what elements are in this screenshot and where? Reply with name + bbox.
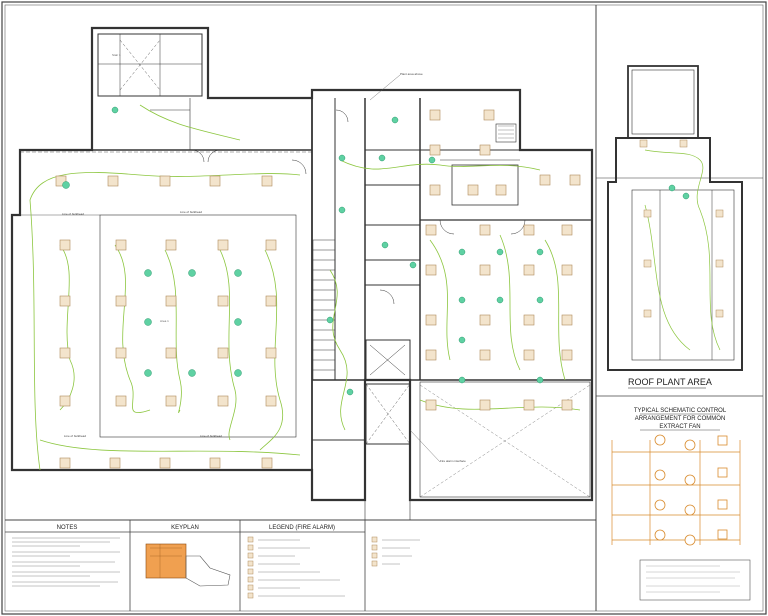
- light-fittings: [55, 109, 581, 469]
- svg-text:Line of bulkhead: Line of bulkhead: [200, 434, 222, 438]
- svg-text:Stair 1: Stair 1: [112, 53, 121, 57]
- svg-text:TYPICAL SCHEMATIC CONTROL: TYPICAL SCHEMATIC CONTROL: [634, 408, 727, 414]
- notes-title: NOTES: [57, 525, 78, 531]
- bottom-panels: [5, 520, 366, 611]
- keyplan-drawing: [145, 543, 231, 587]
- schematic-title: TYPICAL SCHEMATIC CONTROL ARRANGEMENT FO…: [634, 408, 727, 430]
- keyplan-title: KEYPLAN: [171, 525, 199, 531]
- legend-symbols: [247, 536, 420, 599]
- main-floor-plan: [10, 26, 594, 520]
- svg-text:Line of bulkhead: Line of bulkhead: [180, 210, 202, 214]
- schematic-diagram: [611, 434, 751, 601]
- legend-title: LEGEND (FIRE ALARM): [269, 525, 335, 531]
- svg-text:Plant area above: Plant area above: [400, 72, 423, 76]
- svg-text:Line of bulkhead: Line of bulkhead: [62, 212, 84, 216]
- plan-annotations: Line of bulkhead Line of bulkhead Line o…: [62, 53, 466, 463]
- smoke-detectors: [62, 106, 544, 396]
- notes-text-block: [12, 537, 120, 587]
- svg-text:Area 1: Area 1: [160, 319, 169, 323]
- fire-alarm-circuit-lines: [29, 104, 581, 471]
- svg-text:Line of bulkhead: Line of bulkhead: [64, 434, 86, 438]
- svg-text:Fire alarm interface: Fire alarm interface: [440, 459, 466, 463]
- svg-text:EXTRACT FAN: EXTRACT FAN: [659, 424, 700, 430]
- roof-plant-area-title: ROOF PLANT AREA: [628, 377, 712, 387]
- svg-text:ARRANGEMENT FOR COMMON: ARRANGEMENT FOR COMMON: [635, 416, 726, 422]
- roof-plant-area-plan: [596, 65, 763, 371]
